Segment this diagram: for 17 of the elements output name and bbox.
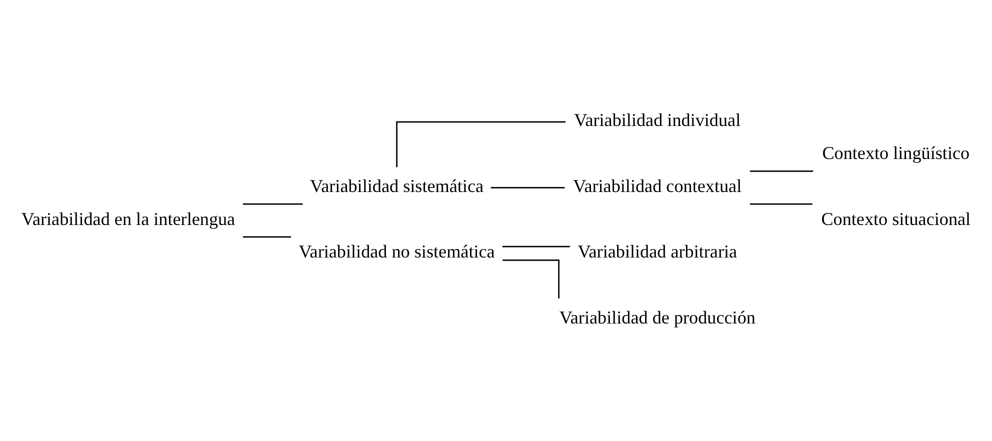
- node-text: Variabilidad individual: [574, 110, 740, 130]
- connector: [396, 121, 566, 168]
- node-text: Variabilidad en la interlengua: [20, 208, 235, 229]
- node-text: Variabilidad contextual: [572, 176, 742, 196]
- node-text: Variabilidad de producción: [558, 307, 755, 328]
- node-text: Variabilidad no sistemática: [298, 242, 494, 262]
- node-text: Variabilidad sistemática: [310, 176, 484, 196]
- connector: [242, 203, 302, 205]
- connector: [490, 186, 564, 188]
- connector: [749, 203, 812, 205]
- node-text: Variabilidad arbitraria: [577, 242, 737, 262]
- connector: [502, 259, 559, 298]
- node-text: Contexto situacional: [820, 208, 970, 229]
- connector: [502, 246, 570, 248]
- connector: [242, 236, 291, 238]
- connector: [749, 170, 813, 172]
- node-text: Contexto lingüístico: [822, 143, 970, 164]
